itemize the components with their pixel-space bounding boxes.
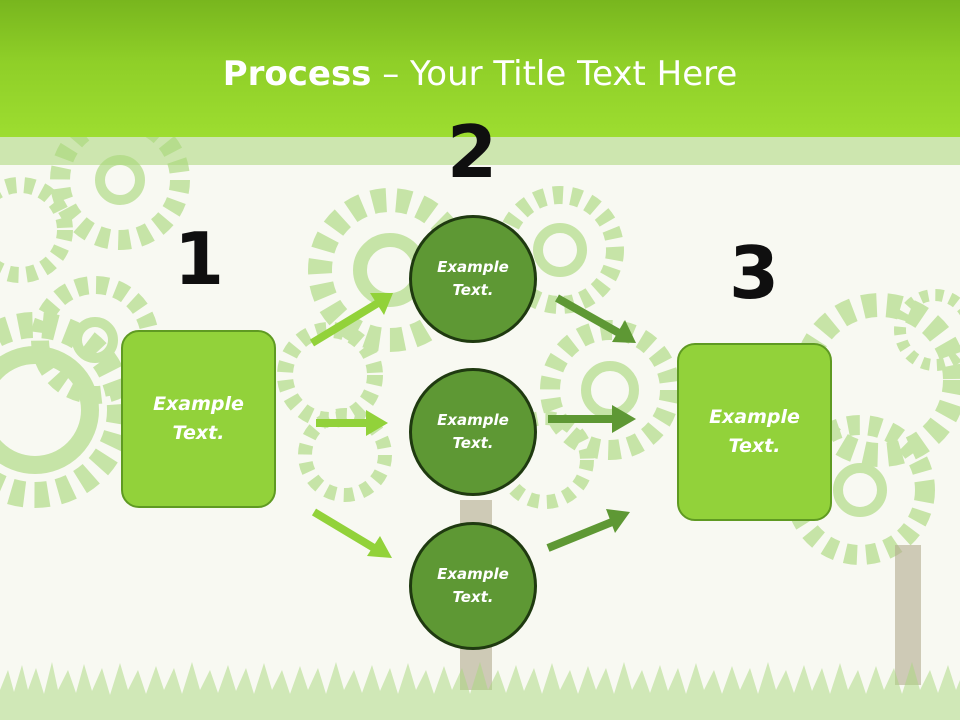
arrow-1-to-top [309,293,393,347]
arrow-bottom-to-3 [546,509,630,552]
step-2-circle-bottom: Example Text. [409,522,537,650]
arrow-top-to-3 [555,294,636,343]
step-number-2: 2 [446,110,498,194]
arrow-middle-to-3 [548,405,636,433]
arrow-1-to-middle [316,410,388,436]
title-rest: – Your Title Text Here [371,54,738,94]
slide-title: Process – Your Title Text Here [0,50,960,98]
title-sub-band [0,137,960,165]
circle-bottom-text: Example Text. [437,565,509,606]
step-1-box-text: Example Text. [153,393,244,444]
step-number-3: 3 [728,231,780,315]
circle-middle-text: Example Text. [437,411,509,452]
step-3-box: Example Text. [677,343,832,521]
step-2-circle-top: Example Text. [409,215,537,343]
title-strong: Process [222,54,372,94]
step-3-box-text: Example Text. [709,406,800,457]
title-bar [0,0,960,137]
step-2-circle-middle: Example Text. [409,368,537,496]
circle-top-text: Example Text. [437,258,509,299]
step-number-1: 1 [173,217,225,301]
arrow-1-to-bottom [311,508,392,558]
step-1-box: Example Text. [121,330,276,508]
